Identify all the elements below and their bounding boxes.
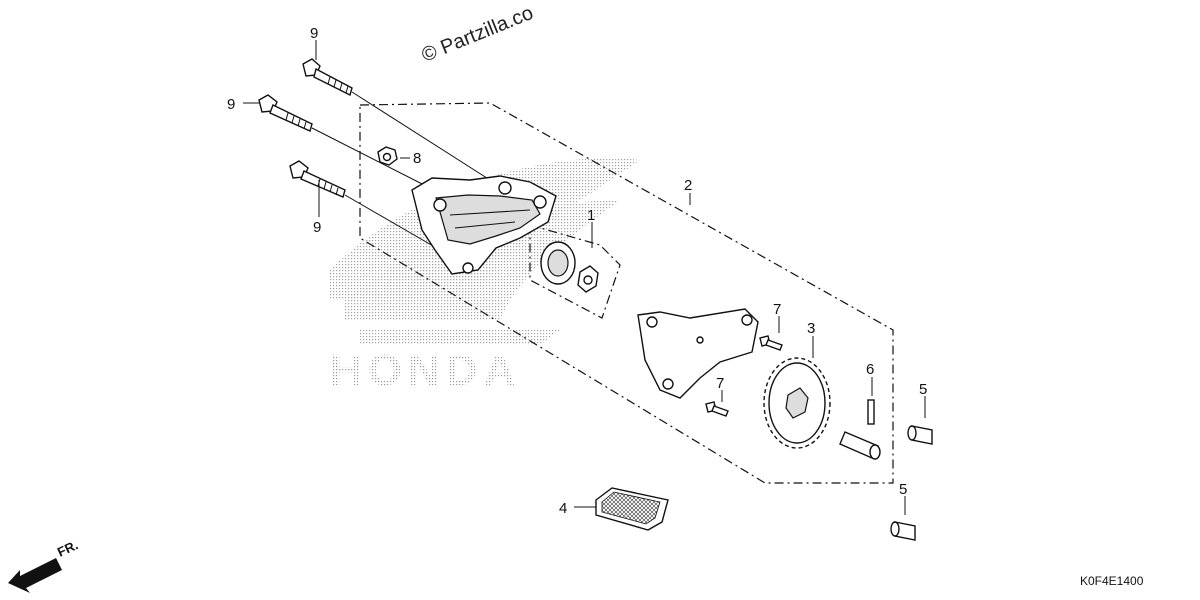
dowel-upper [907,425,933,445]
rotor-outline [529,224,621,319]
bolt-mid [258,94,313,132]
label-pin: 6 [866,361,874,378]
leader-lines [243,40,926,515]
label-dowel-upper: 5 [919,381,927,398]
dowel-lower [890,521,916,541]
label-rotor-set: 1 [587,207,595,224]
front-direction-arrow: FR. [8,537,80,593]
oil-strainer [595,487,669,531]
bolt-top [302,58,353,97]
label-screw-lower: 7 [716,375,724,392]
outer-rotor [540,241,576,285]
bolt-low [289,160,346,198]
nut-part [377,146,398,166]
label-bolt-low: 9 [313,219,321,236]
screw-upper [759,335,783,351]
pump-shaft [839,431,881,460]
diagram-code: K0F4E1400 [1080,574,1144,588]
label-bolt-top: 9 [310,25,318,42]
honda-logo-text: HONDA [330,346,521,395]
callout-labels: 9 9 9 2 1 8 7 7 3 6 5 5 4 [227,25,927,517]
label-pump-assembly: 2 [684,177,692,194]
label-dowel-lower: 5 [899,481,907,498]
watermark-text: © Partzilla.co [419,2,537,67]
label-nut: 8 [413,150,421,167]
oil-pump-body [411,175,557,275]
label-bolt-mid: 9 [227,96,235,113]
pin-part [867,399,875,425]
front-marker-text: FR. [55,537,80,559]
label-strainer: 4 [559,500,567,517]
inner-rotor [577,265,599,293]
pump-cover-plate [637,308,759,399]
pump-gear [763,357,831,449]
screw-lower [705,401,729,417]
label-screw-upper: 7 [773,301,781,318]
assembly-outline [359,102,894,484]
label-gear: 3 [807,320,815,337]
